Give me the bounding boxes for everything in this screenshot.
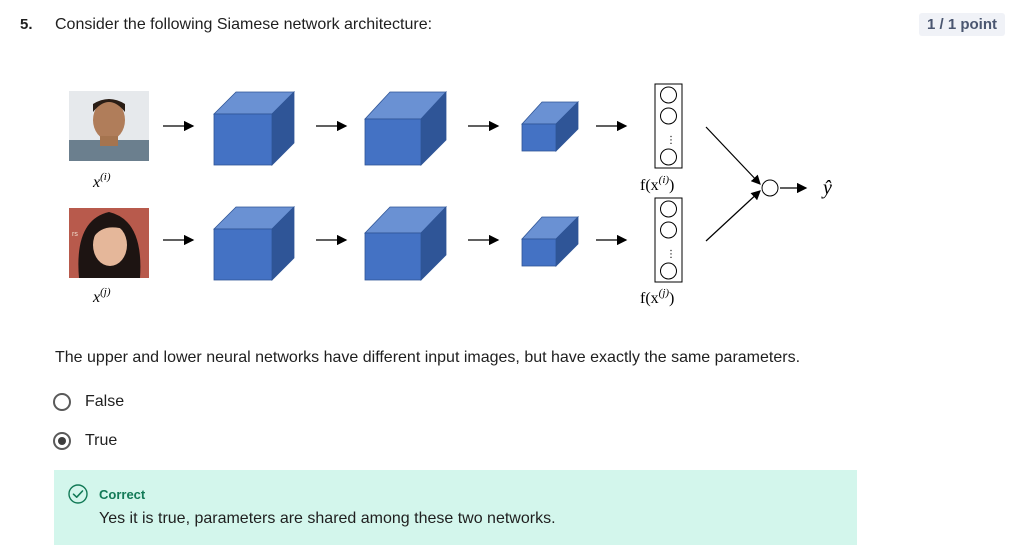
question-statement: The upper and lower neural networks have… [55, 349, 801, 366]
layer-cube-bottom-2 [364, 206, 447, 281]
output-label: ŷ [821, 177, 832, 199]
svg-text:rs: rs [72, 231, 78, 238]
svg-text:⋮: ⋮ [666, 135, 676, 146]
input-label-top: x(i) [92, 171, 111, 191]
radio-false[interactable] [53, 393, 71, 411]
feedback-message: Yes it is true, parameters are shared am… [99, 510, 556, 527]
converge-line-bottom [705, 190, 761, 242]
face-photo-bottom: rs [69, 208, 149, 278]
encoding-label-top: f(x(i)) [640, 174, 674, 194]
encoding-label-bottom: f(x(j)) [640, 287, 674, 307]
svg-text:⋮: ⋮ [666, 249, 676, 260]
feedback-box: Correct Yes it is true, parameters are s… [54, 470, 857, 545]
layer-cube-top-3 [521, 101, 579, 152]
question-text: Consider the following Siamese network a… [55, 16, 433, 33]
check-circle-icon [68, 484, 88, 504]
output-node [761, 179, 779, 197]
face-photo-top [69, 91, 149, 161]
encoding-vector-top: ⋮ [654, 83, 683, 169]
question-number: 5. [20, 16, 33, 33]
points-badge: 1 / 1 point [918, 13, 1005, 36]
layer-cube-top-1 [213, 91, 295, 166]
option-false[interactable]: False [53, 393, 124, 411]
converge-line-top [705, 126, 761, 185]
layer-cube-top-2 [364, 90, 447, 166]
encoding-vector-bottom: ⋮ [654, 197, 683, 283]
layer-cube-bottom-3 [521, 216, 579, 267]
input-label-bottom: x(j) [92, 286, 111, 306]
radio-true[interactable] [53, 432, 71, 450]
layer-cube-bottom-1 [213, 206, 295, 281]
option-false-label: False [85, 393, 125, 410]
siamese-network-diagram: rs x(i) x(j) [69, 83, 832, 307]
option-true[interactable]: True [53, 432, 117, 450]
feedback-title: Correct [99, 487, 146, 502]
option-true-label: True [85, 432, 118, 449]
